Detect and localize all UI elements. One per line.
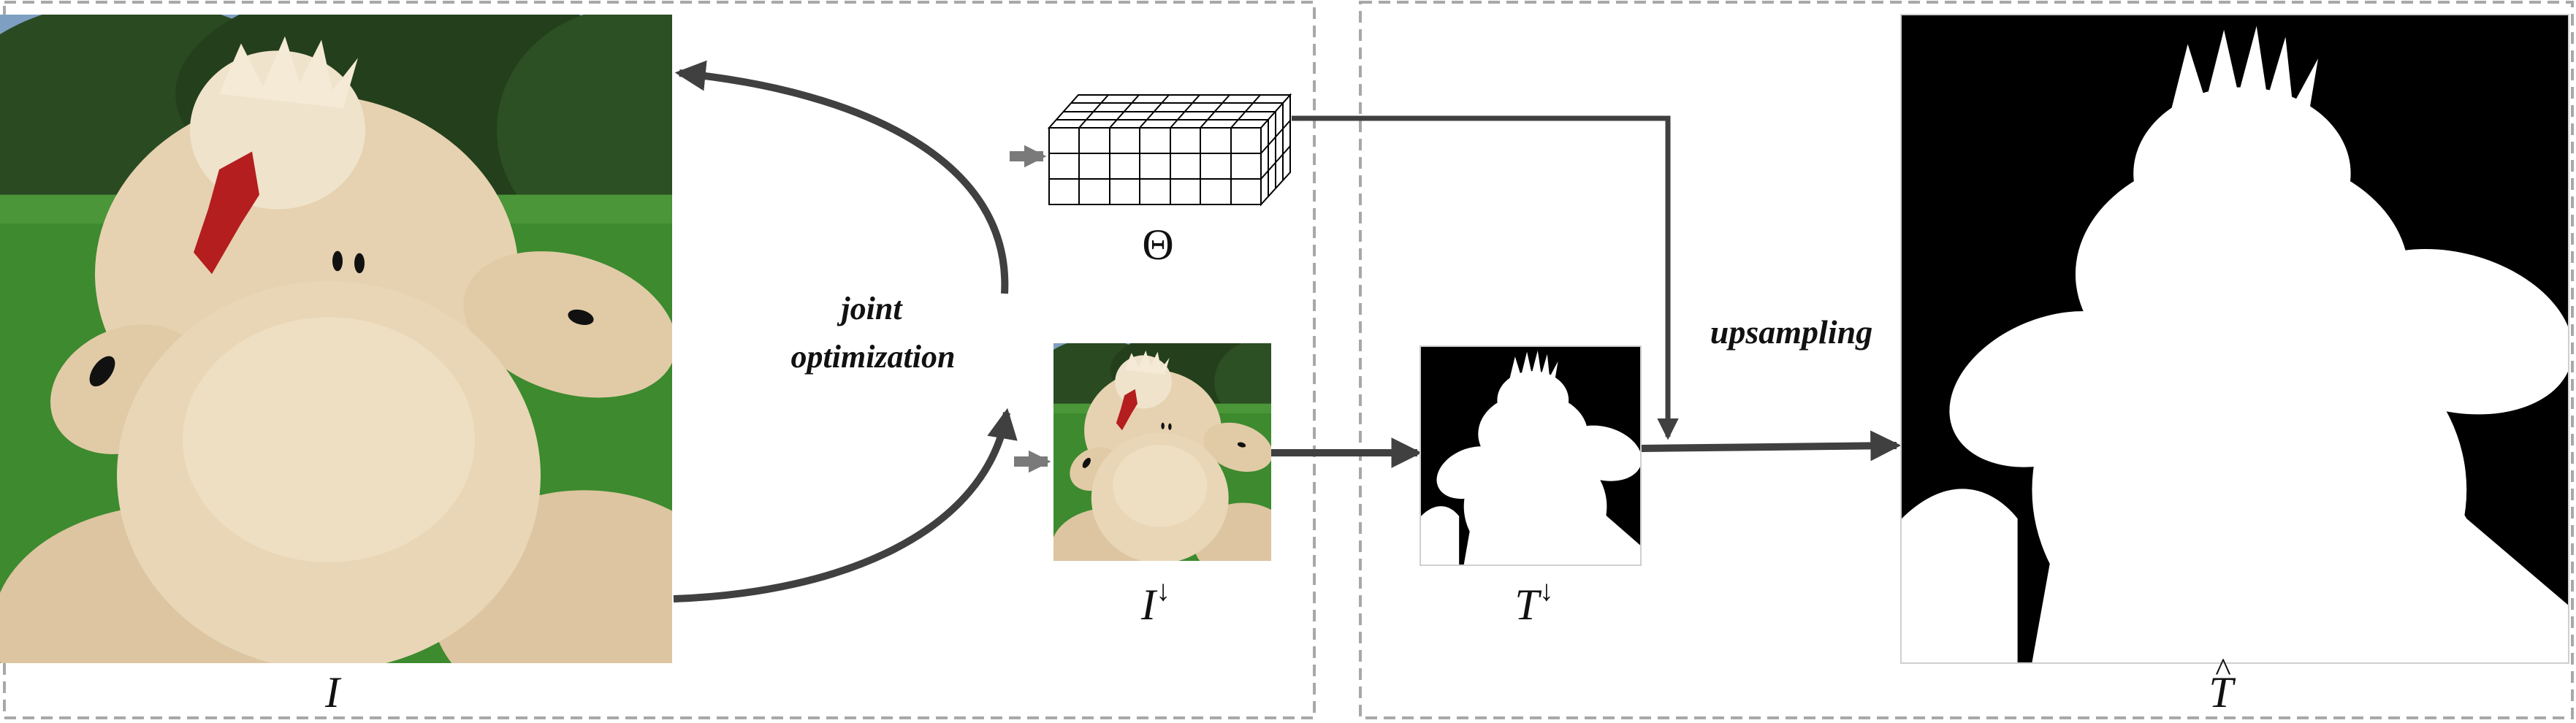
high-res-output-hat: ^ [2215, 651, 2231, 688]
upsampling-arrow [1641, 430, 1902, 462]
right-panel-border [1359, 1, 2574, 719]
input-image [0, 15, 672, 663]
downsampled-input-label: I↓ [1140, 574, 1170, 629]
theta-label: Θ [1142, 221, 1173, 269]
optimization-arrow-upper [674, 60, 1009, 294]
low-res-output-label: T↓ [1514, 574, 1553, 629]
optimization-label: optimization [791, 339, 956, 375]
joint-label: joint [837, 291, 903, 326]
parameter-grid-icon [1047, 93, 1292, 207]
high-res-output-label: T [2209, 668, 2236, 716]
downsampled-input-image [1053, 343, 1271, 561]
low-res-output-matte [1420, 345, 1642, 566]
optimization-arrow-lower [673, 408, 1018, 602]
upsampling-label: upsampling [1710, 313, 1872, 351]
theta-connector-arrow [1292, 115, 1679, 440]
input-image-label: I [324, 668, 342, 716]
high-res-output-matte [1900, 14, 2569, 664]
